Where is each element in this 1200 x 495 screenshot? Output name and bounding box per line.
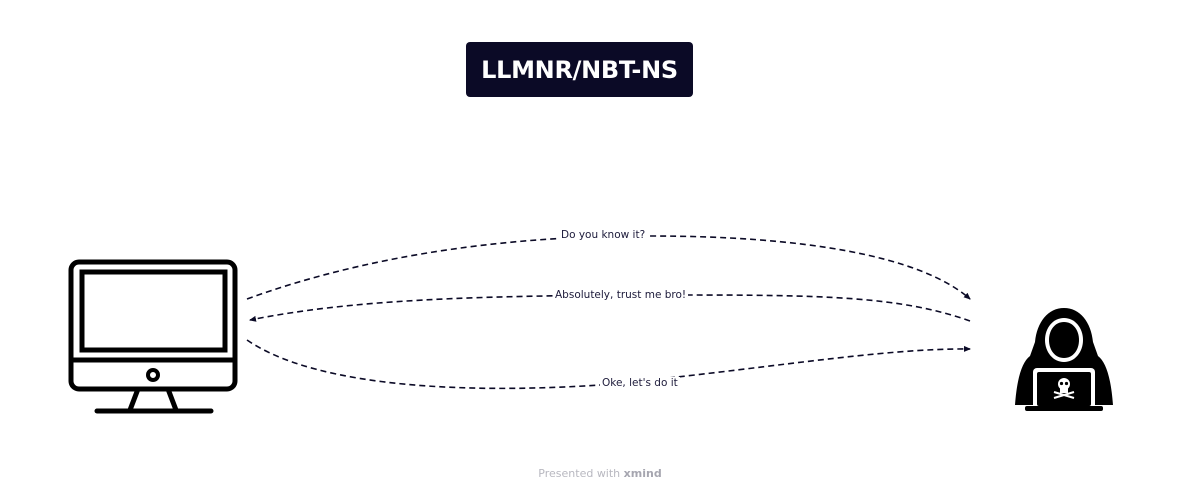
footer-credit: Presented with xmind bbox=[0, 467, 1200, 480]
edge-label-response: Absolutely, trust me bro! bbox=[553, 289, 689, 301]
hooded-hacker-icon bbox=[1015, 308, 1113, 411]
footer-brand: xmind bbox=[623, 467, 662, 480]
footer-prefix: Presented with bbox=[538, 467, 621, 480]
edge-label-request: Do you know it? bbox=[559, 229, 648, 241]
diagram-title: LLMNR/NBT-NS bbox=[481, 55, 678, 84]
title-box: LLMNR/NBT-NS bbox=[466, 42, 693, 97]
edge-label-confirm: Oke, let's do it bbox=[600, 377, 680, 389]
desktop-computer-icon bbox=[68, 259, 238, 414]
edge-request bbox=[246, 235, 971, 300]
